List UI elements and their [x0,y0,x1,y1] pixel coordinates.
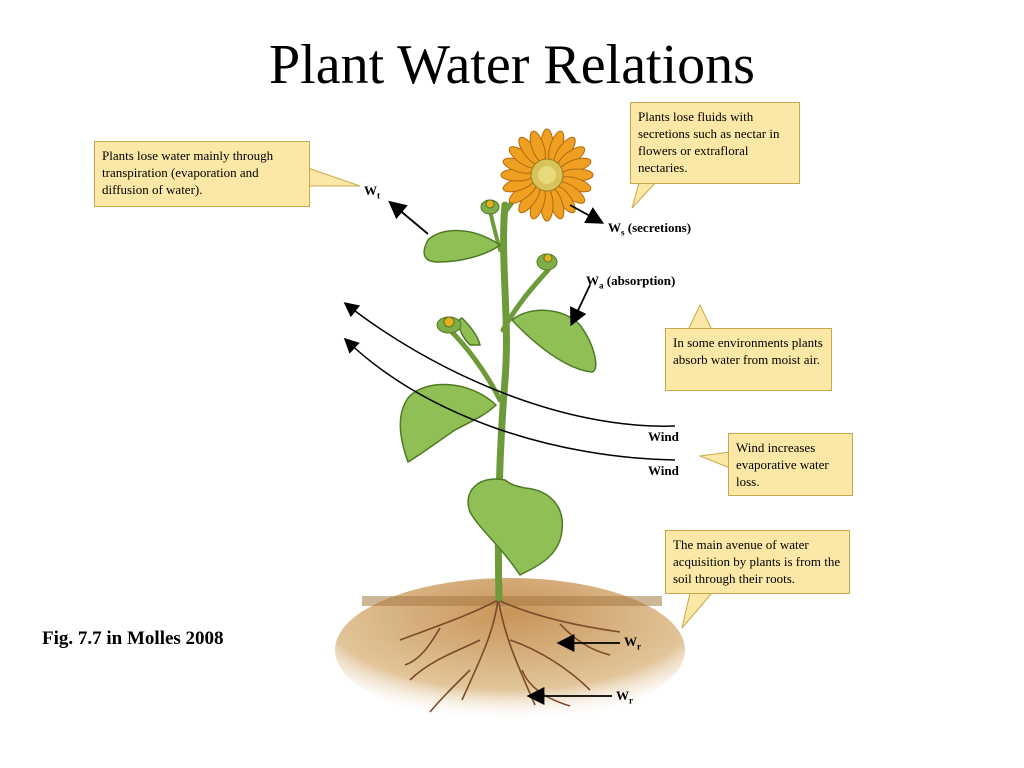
callout-secretions: Plants lose fluids with secretions such … [630,102,800,184]
callout-transpiration: Plants lose water mainly through transpi… [94,141,310,207]
callout-tails [307,167,731,629]
label-wt-main: W [364,183,377,198]
label-wr-1: Wr [624,634,641,652]
wind-curves [343,302,676,461]
label-wr2-main: W [616,688,629,703]
label-ws-sub: s [621,227,625,238]
label-wa-text: (absorption) [603,273,676,288]
label-wind-2: Wind [648,463,679,478]
label-wt: Wt [364,183,380,201]
flux-arrows [388,200,620,705]
callout-roots: The main avenue of water acquisition by … [665,530,850,594]
label-wa-main: W [586,273,599,288]
soil [335,578,685,722]
callout-wind-text: Wind increases evaporative water loss. [736,440,829,489]
flower-buds [436,199,558,334]
label-wr-2: Wr [616,688,633,706]
callout-wind: Wind increases evaporative water loss. [728,433,853,496]
figure-caption: Fig. 7.7 in Molles 2008 [42,628,224,649]
callout-absorption-text: In some environments plants absorb water… [673,335,823,367]
label-ws: Ws (secretions) [608,220,691,238]
label-wt-sub: t [377,190,380,201]
label-ws-main: W [608,220,621,235]
label-wr1-sub: r [637,641,641,652]
callout-transpiration-text: Plants lose water mainly through transpi… [102,148,274,197]
leaves [399,229,597,576]
label-wr1-main: W [624,634,637,649]
label-wind-1: Wind [648,429,679,444]
callout-absorption: In some environments plants absorb water… [665,328,832,391]
callout-roots-text: The main avenue of water acquisition by … [673,537,841,586]
label-wa: Wa (absorption) [586,273,675,291]
callout-secretions-text: Plants lose fluids with secretions such … [638,109,780,175]
label-wr2-sub: r [629,695,633,706]
label-ws-text: (secretions) [624,220,692,235]
slide-title: Plant Water Relations [269,34,755,96]
label-wa-sub: a [599,280,604,291]
sunflower-head [500,128,594,222]
